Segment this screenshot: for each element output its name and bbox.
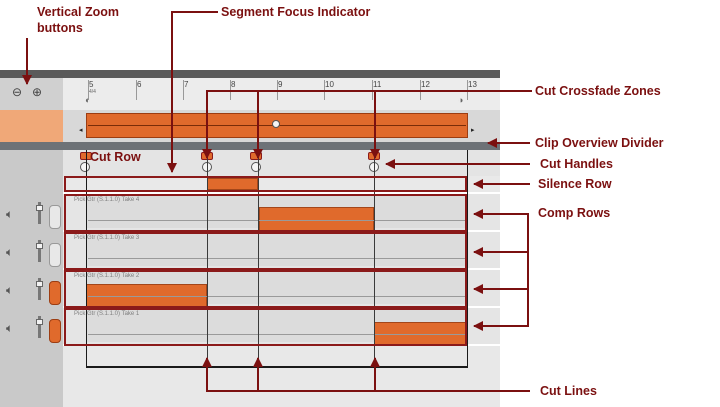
take-select-button[interactable] — [49, 205, 61, 229]
comp-row-highlight — [64, 194, 467, 232]
ruler-tick-7: 7 — [184, 80, 189, 89]
empty-area — [63, 346, 500, 407]
ruler-tick-5: 5 — [89, 80, 94, 89]
volume-slider[interactable] — [38, 240, 41, 262]
cut-line[interactable] — [258, 150, 259, 368]
label-clip-overview-divider: Clip Overview Divider — [535, 136, 664, 150]
cut-line[interactable] — [86, 150, 87, 368]
volume-knob[interactable] — [36, 319, 43, 325]
label-cut-row: Cut Row — [90, 150, 141, 164]
zoom-out-icon[interactable]: ⊖ — [12, 85, 23, 99]
comp-segment-take-4[interactable] — [259, 207, 374, 231]
loop-start-marker-icon[interactable]: ◐ — [85, 95, 91, 105]
cut-line[interactable] — [374, 150, 375, 368]
take-label: Pick Gtr (S.1.1.0) Take 2 — [74, 273, 140, 279]
waveform — [88, 220, 466, 221]
zoom-in-icon[interactable]: ⊕ — [32, 85, 43, 99]
label-silence-row: Silence Row — [538, 177, 612, 191]
ruler-tick-11: 11 — [373, 80, 382, 89]
time-signature: 4/4 — [89, 89, 96, 95]
comp-row-highlight — [64, 308, 467, 346]
ruler-tick-line — [88, 80, 89, 100]
speaker-icon[interactable]: 🔈︎ — [6, 207, 14, 221]
crossfade-zone-icon[interactable] — [251, 162, 261, 172]
toolbar-strip — [0, 70, 500, 78]
take-select-button[interactable] — [49, 281, 61, 305]
label-cut-handles: Cut Handles — [540, 157, 613, 171]
speaker-icon[interactable]: 🔈︎ — [6, 245, 14, 259]
cut-line[interactable] — [467, 150, 468, 368]
ruler-tick-13: 13 — [468, 80, 477, 89]
label-segment-focus-indicator: Segment Focus Indicator — [221, 5, 371, 19]
take-select-button[interactable] — [49, 319, 61, 343]
ruler-tick-8: 8 — [231, 80, 236, 89]
label-vertical-zoom-buttons: Vertical Zoom buttons — [37, 5, 119, 36]
speaker-icon[interactable]: 🔈︎ — [6, 283, 14, 297]
volume-knob[interactable] — [36, 243, 43, 249]
overview-center-handle-icon[interactable] — [272, 120, 280, 128]
take-label: Pick Gtr (S.1.1.0) Take 3 — [74, 235, 140, 241]
ruler-tick-6: 6 — [137, 80, 142, 89]
volume-knob[interactable] — [36, 205, 43, 211]
take-label: Pick Gtr (S.1.1.0) Take 1 — [74, 311, 140, 317]
overview-control-cell — [0, 110, 63, 142]
volume-slider[interactable] — [38, 316, 41, 338]
waveform — [88, 258, 466, 259]
ruler-tick-12: 12 — [421, 80, 430, 89]
label-cut-lines: Cut Lines — [540, 384, 597, 398]
comp-row-highlight — [64, 270, 467, 308]
volume-slider[interactable] — [38, 278, 41, 300]
volume-knob[interactable] — [36, 281, 43, 287]
comp-row-highlight — [64, 232, 467, 270]
label-cut-crossfade-zones: Cut Crossfade Zones — [535, 84, 661, 98]
ruler-tick-line — [136, 80, 137, 100]
cut-handle[interactable] — [250, 152, 262, 160]
speaker-icon[interactable]: 🔈︎ — [6, 321, 14, 335]
volume-slider[interactable] — [38, 202, 41, 224]
take-label: Pick Gtr (S.1.1.0) Take 4 — [74, 197, 140, 203]
crossfade-zone-icon[interactable] — [80, 162, 90, 172]
label-comp-rows: Comp Rows — [538, 206, 611, 220]
segment-focus-bottom — [86, 366, 468, 368]
cut-line[interactable] — [207, 150, 208, 368]
loop-end-marker-icon[interactable]: ◑ — [458, 95, 464, 105]
waveform — [88, 334, 466, 335]
waveform — [88, 296, 466, 297]
silence-row[interactable] — [63, 176, 500, 192]
overview-left-arrow-icon[interactable]: ◂ — [79, 127, 83, 134]
ruler-tick-9: 9 — [278, 80, 283, 89]
ruler-tick-10: 10 — [325, 80, 334, 89]
comp-row-take-3[interactable] — [63, 232, 500, 268]
silence-row-highlight — [64, 176, 467, 192]
take-select-button[interactable] — [49, 243, 61, 267]
overview-right-arrow-icon[interactable]: ▸ — [471, 127, 475, 134]
clip-overview-divider[interactable] — [0, 142, 500, 150]
